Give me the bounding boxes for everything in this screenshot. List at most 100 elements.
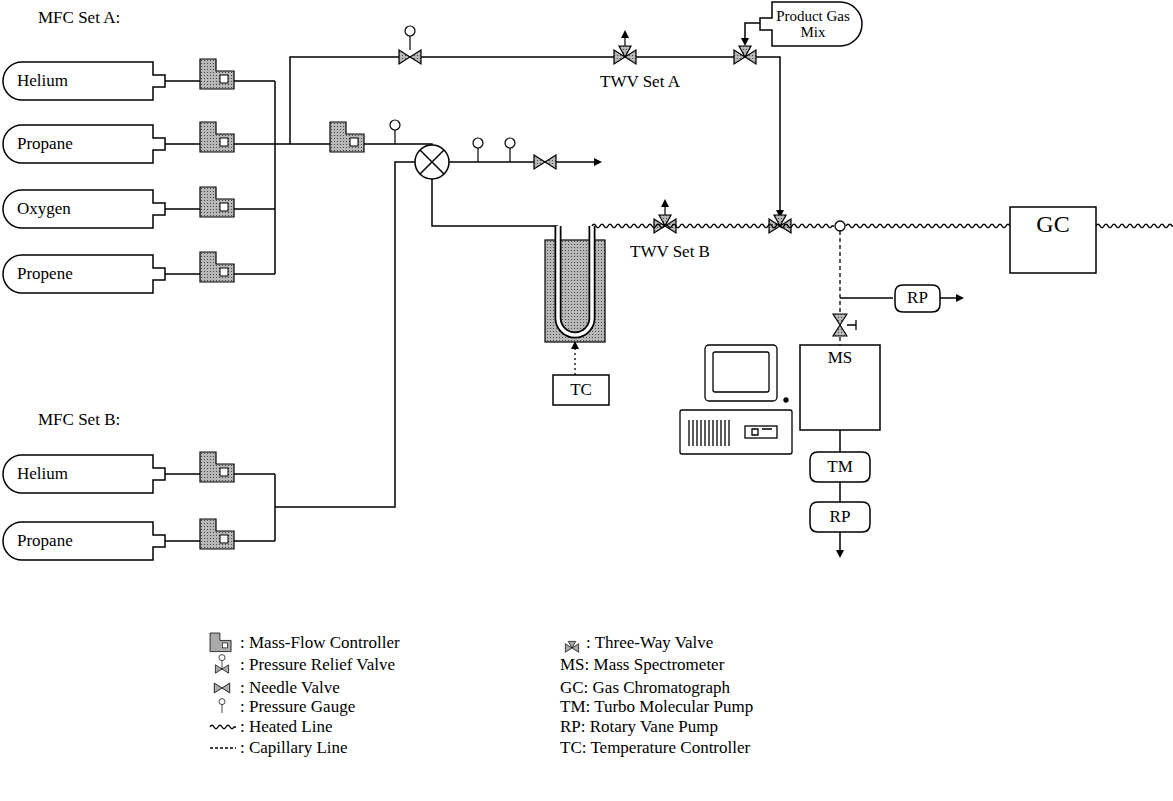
part-label: TWV Set B (630, 242, 710, 262)
legend-samples (210, 725, 236, 729)
legend-text: : Capillary Line (240, 738, 348, 758)
legend-samples (215, 655, 228, 674)
gas-lines (165, 162, 415, 541)
node-label: TM (827, 458, 853, 477)
shape-outline (800, 345, 880, 430)
part-label: TWV Set A (600, 72, 680, 92)
computer-icon (728, 420, 729, 446)
computer-icon (689, 420, 729, 446)
legend-text: TM: Turbo Molecular Pump (560, 697, 753, 717)
arrow-heads (956, 294, 964, 302)
shape-outline (895, 285, 940, 312)
node-label: Helium (17, 72, 68, 91)
ms-needle-valve (847, 320, 856, 330)
node-label: Propane (17, 135, 73, 154)
valves-and-gauges (473, 138, 483, 162)
node-label: Propane (17, 532, 73, 551)
equipment-box: GC (1010, 207, 1096, 273)
valves-and-gauges (505, 138, 515, 162)
legend-samples (210, 633, 231, 652)
mass-flow-controllers (200, 187, 234, 217)
heated-line (592, 224, 834, 228)
legend-samples (565, 641, 578, 652)
connector (839, 430, 841, 452)
heated-line (1096, 224, 1173, 228)
computer-icon (784, 398, 788, 402)
gas-cylinder: Helium (3, 62, 165, 100)
junction (835, 221, 845, 231)
ms-needle-valve (833, 314, 847, 336)
mass-flow-controllers (200, 252, 234, 282)
equipment-box: TM (810, 452, 870, 482)
control-link (574, 349, 575, 375)
computer-icon (745, 426, 777, 438)
mass-flow-controllers (200, 59, 234, 89)
valves-and-gauges (399, 50, 421, 64)
valves-and-gauges (769, 215, 791, 233)
legend-text: RP: Rotary Vane Pump (560, 717, 718, 737)
legend-samples (210, 633, 231, 652)
legend-text: : Three-Way Valve (586, 633, 713, 653)
shape-outline (3, 255, 165, 293)
shape-outline (3, 125, 165, 163)
computer-icon (688, 420, 689, 446)
legend-text: : Mass-Flow Controller (240, 633, 400, 653)
computer-icon (724, 420, 725, 446)
computer-icon (752, 429, 772, 435)
valves-and-gauges (405, 26, 415, 50)
shape-outline (1010, 207, 1096, 273)
gas-lines (940, 297, 958, 299)
shape-outline (3, 455, 165, 493)
mass-flow-controllers (200, 122, 234, 152)
valves-and-gauges (614, 30, 636, 64)
ms-needle-valve (833, 314, 847, 336)
computer-icon (700, 420, 701, 446)
computer-icon (704, 420, 705, 446)
gas-lines (449, 161, 594, 163)
gas-cylinder: Product Gas Mix (760, 2, 862, 46)
part-label: MFC Set A: (38, 8, 120, 28)
node-label: MS (828, 349, 853, 368)
legend-text: : Pressure Gauge (240, 697, 355, 717)
legend-samples (219, 699, 225, 713)
four-way-valve (415, 145, 449, 179)
mass-flow-controllers (200, 519, 234, 549)
legend-text: TC: Temperature Controller (560, 738, 750, 758)
furnace (545, 226, 605, 342)
computer-icon (705, 345, 777, 401)
gas-lines (432, 179, 558, 226)
gas-lines (745, 23, 760, 40)
node-label: GC (1036, 211, 1069, 237)
arrow-heads (836, 550, 844, 558)
mass-flow-controllers (200, 59, 364, 549)
computer-icon (696, 420, 697, 446)
computer-icon (680, 410, 792, 454)
mass-flow-controllers (330, 122, 364, 152)
legend-samples (214, 683, 229, 693)
shape-outline (810, 452, 870, 482)
gas-cylinder: Propane (3, 522, 165, 560)
equipment-box: RP (810, 502, 870, 532)
connector (839, 482, 841, 502)
valves-and-gauges (390, 120, 400, 144)
gas-lines (165, 23, 958, 552)
valves-and-gauges (734, 46, 756, 64)
computer-icon (692, 420, 693, 446)
node-label: Propene (17, 265, 73, 284)
gas-cylinder: Propene (3, 255, 165, 293)
equipment-box: TC (553, 375, 609, 405)
arrow-heads (741, 38, 749, 46)
ms-needle-valve (833, 314, 856, 336)
shape-outline (3, 62, 165, 100)
computer-icon (712, 420, 713, 446)
legend-text: MS: Mass Spectrometer (560, 655, 724, 675)
node-label: Oxygen (17, 200, 71, 219)
legend-text: : Needle Valve (240, 678, 340, 698)
heated-line (846, 224, 1010, 228)
node-label: RP (830, 508, 851, 527)
arrow-heads (594, 158, 602, 166)
arrow-heads (571, 38, 964, 558)
legend-samples (210, 633, 579, 748)
legend-text: : Pressure Relief Valve (240, 655, 395, 675)
